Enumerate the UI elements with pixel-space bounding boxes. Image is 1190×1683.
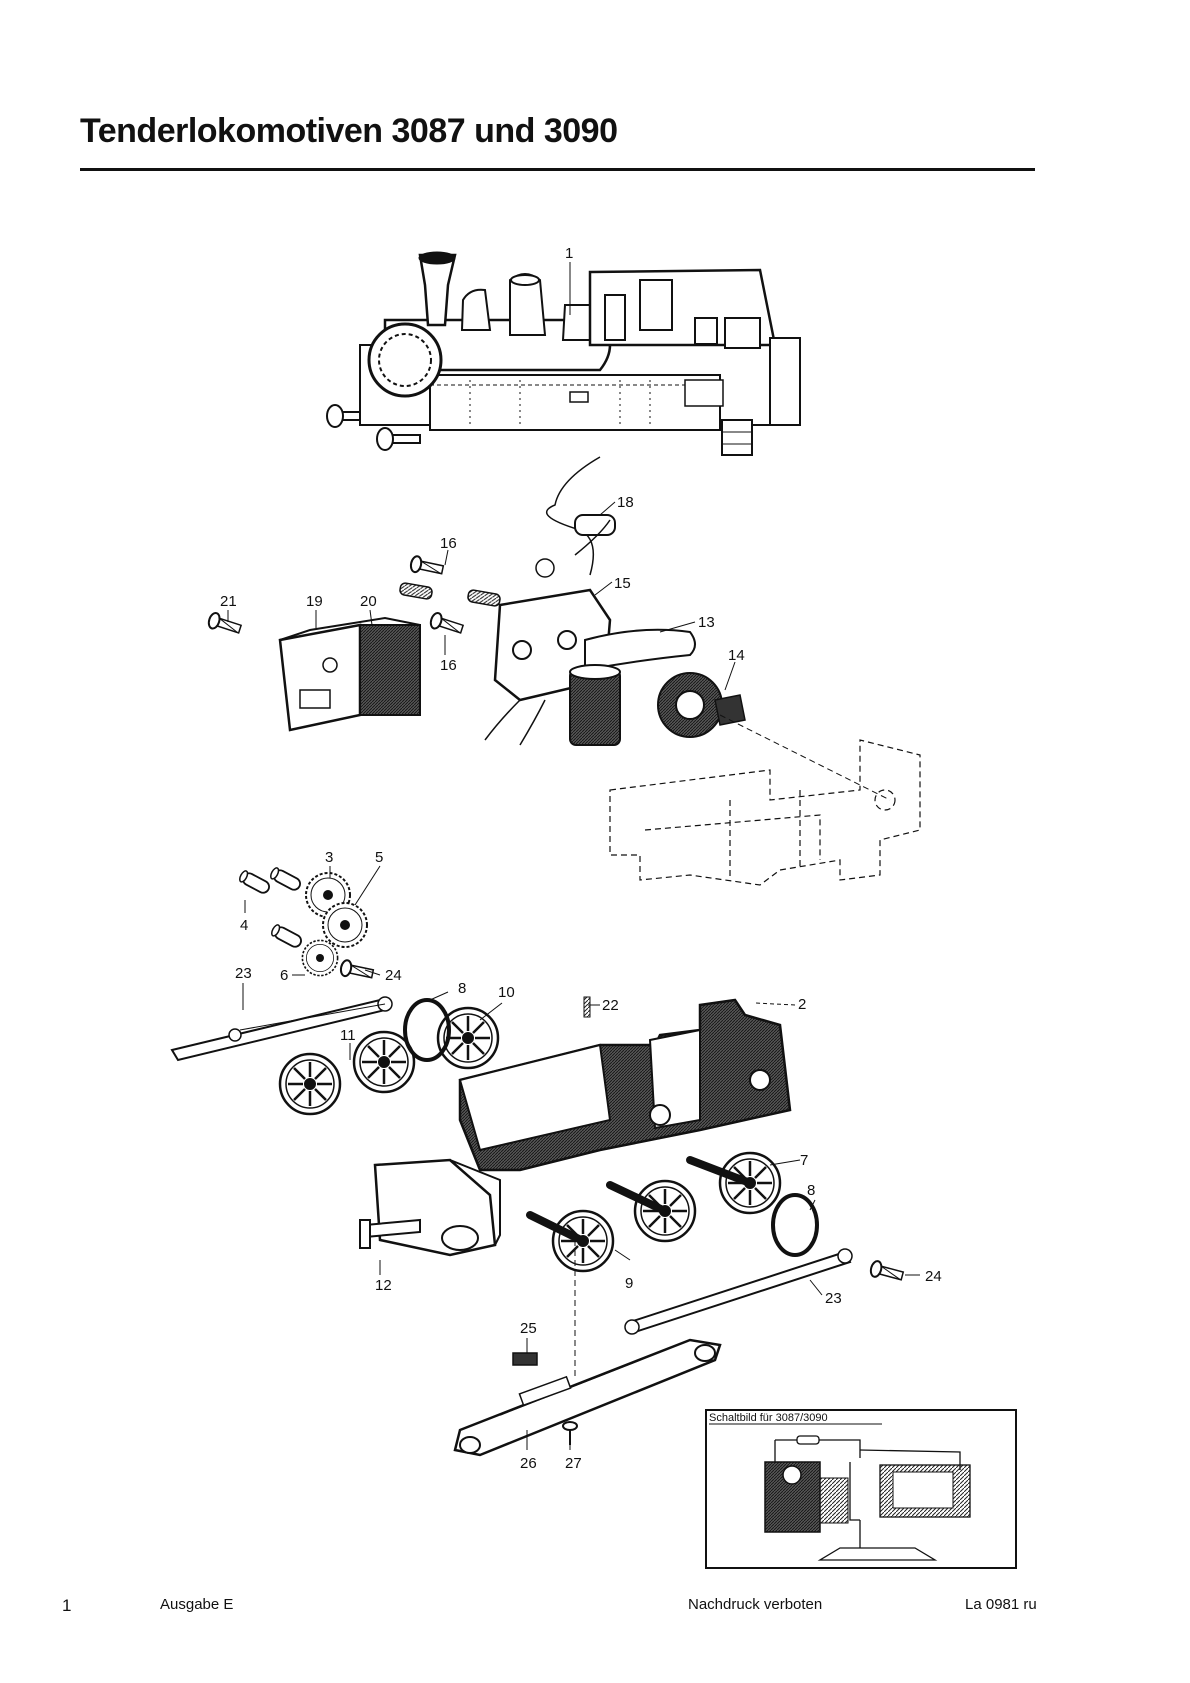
title-rule bbox=[80, 168, 1035, 171]
callout-15: 15 bbox=[614, 575, 631, 592]
callout-23-upper: 23 bbox=[235, 965, 252, 982]
footer-edition: Ausgabe E bbox=[160, 1596, 234, 1613]
callout-20: 20 bbox=[360, 593, 377, 610]
traction-tyres bbox=[403, 998, 819, 1257]
callout-10: 10 bbox=[498, 984, 515, 1001]
coupling-rod-lower bbox=[624, 1248, 853, 1335]
callout-16-lower: 16 bbox=[440, 657, 457, 674]
coupling-rod-upper bbox=[170, 996, 393, 1062]
callout-labels: 1 18 16 15 21 19 20 13 16 14 3 5 4 23 6 … bbox=[220, 245, 942, 1472]
motor-assembly bbox=[484, 456, 746, 746]
callout-25: 25 bbox=[520, 1320, 537, 1337]
axles bbox=[526, 1156, 754, 1245]
callout-18: 18 bbox=[617, 494, 634, 511]
callout-22: 22 bbox=[602, 997, 619, 1014]
callout-26: 26 bbox=[520, 1455, 537, 1472]
callout-11: 11 bbox=[340, 1027, 356, 1044]
locomotive-body bbox=[326, 251, 801, 456]
callout-1: 1 bbox=[565, 245, 573, 262]
callout-27: 27 bbox=[565, 1455, 582, 1472]
bottom-plate bbox=[453, 1338, 722, 1457]
callout-2: 2 bbox=[798, 996, 806, 1013]
callout-23-lower: 23 bbox=[825, 1290, 842, 1307]
main-frame bbox=[458, 996, 792, 1172]
callout-19: 19 bbox=[306, 593, 323, 610]
footer-page-number: 1 bbox=[62, 1596, 72, 1615]
page-title: Tenderlokomotiven 3087 und 3090 bbox=[80, 112, 618, 150]
callout-16-upper: 16 bbox=[440, 535, 457, 552]
callout-5: 5 bbox=[375, 849, 383, 866]
callout-21: 21 bbox=[220, 593, 237, 610]
leader-lines bbox=[227, 262, 920, 1450]
pony-truck bbox=[359, 1158, 501, 1257]
callout-13: 13 bbox=[698, 614, 715, 631]
footer-notice: Nachdruck verboten bbox=[688, 1596, 823, 1613]
callout-24-lower: 24 bbox=[925, 1268, 942, 1285]
callout-12: 12 bbox=[375, 1277, 392, 1294]
schematic-title: Schaltbild für 3087/3090 bbox=[709, 1412, 828, 1424]
callout-6: 6 bbox=[280, 967, 288, 984]
callout-8-lower: 8 bbox=[807, 1182, 815, 1199]
footer-code: La 0981 ru bbox=[965, 1596, 1037, 1613]
callout-14: 14 bbox=[728, 647, 745, 664]
callout-9: 9 bbox=[625, 1275, 633, 1292]
callout-7: 7 bbox=[800, 1152, 808, 1169]
callout-8-upper: 8 bbox=[458, 980, 466, 997]
gear-set bbox=[237, 865, 368, 977]
callout-24-upper: 24 bbox=[385, 967, 402, 984]
callout-4: 4 bbox=[240, 917, 248, 934]
brush-holder bbox=[278, 616, 421, 732]
callout-3: 3 bbox=[325, 849, 333, 866]
screws-and-springs bbox=[205, 554, 501, 638]
phantom-chassis bbox=[609, 739, 921, 886]
wiring-schematic: Schaltbild für 3087/3090 bbox=[705, 1409, 1017, 1569]
